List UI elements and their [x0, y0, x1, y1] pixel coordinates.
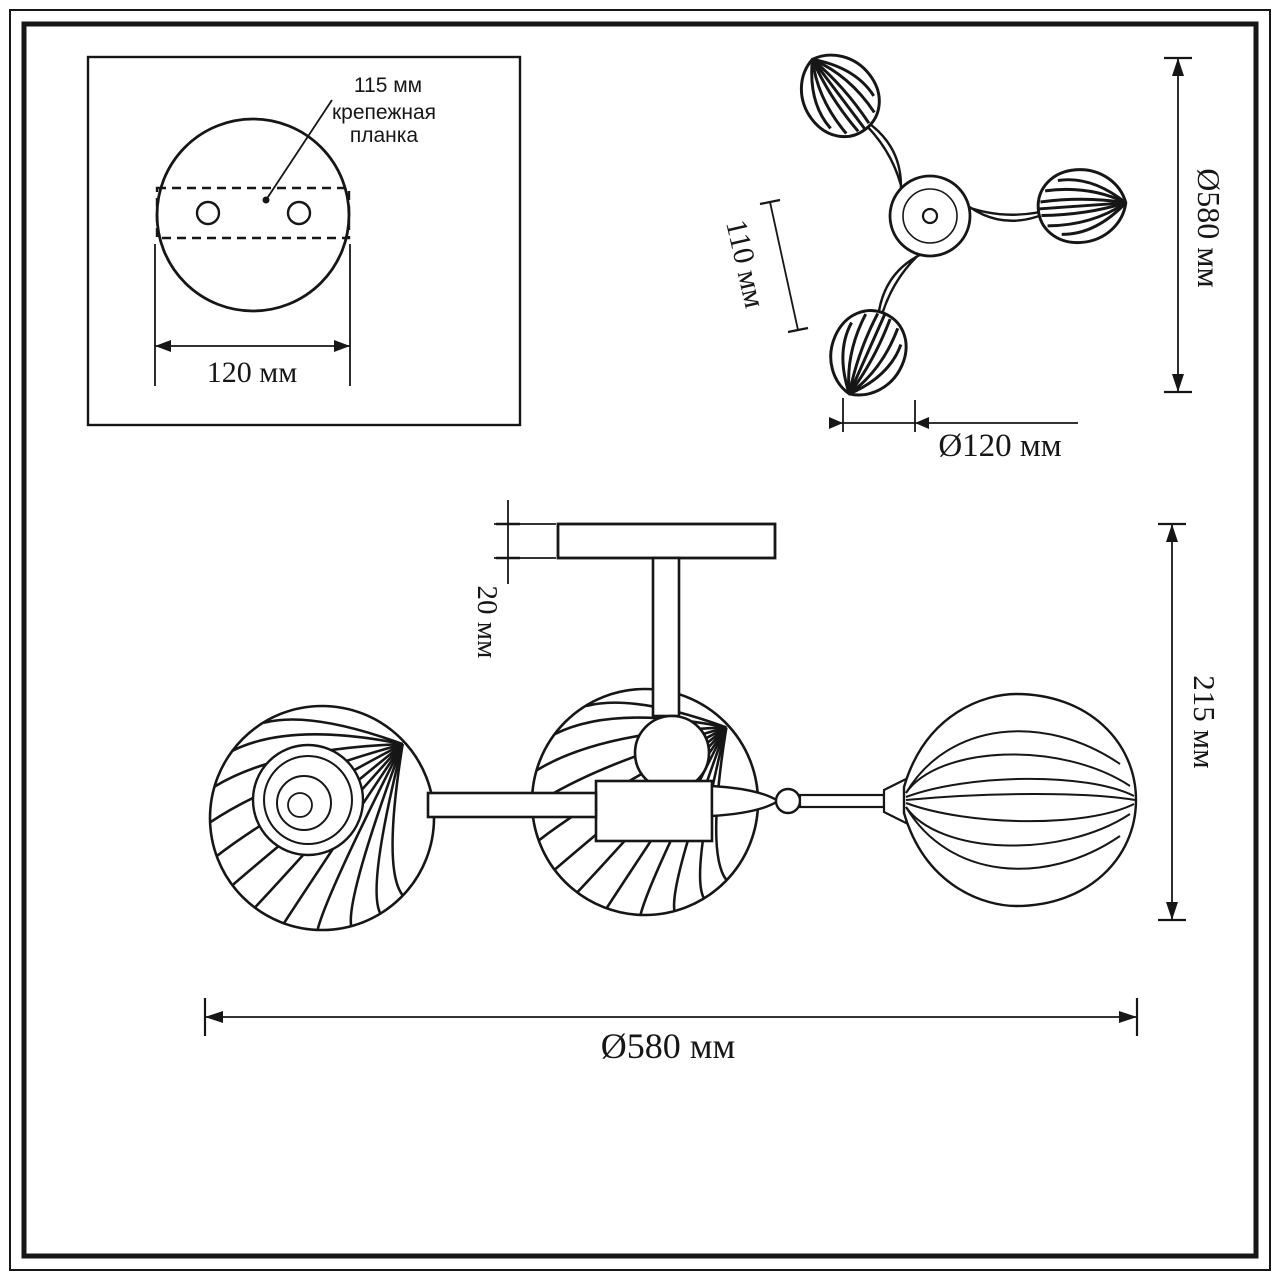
center-hub-body — [594, 779, 714, 843]
mount-hole-right — [286, 200, 312, 226]
leader-line — [265, 99, 333, 201]
right-arm-taper — [710, 784, 781, 818]
inner-border — [21, 21, 1259, 1259]
fixture-height-label: 215 мм — [1187, 675, 1222, 768]
arm-length-dimension: 110 мм — [719, 198, 809, 334]
right-arm-rod — [798, 793, 886, 809]
arm-length-label: 110 мм — [719, 217, 771, 312]
mount-hole-left — [195, 200, 221, 226]
bracket-label-line1: крепежная — [332, 101, 436, 124]
side-overall-diameter-dimension: Ø580 мм — [203, 998, 1139, 1066]
arrowhead — [1166, 524, 1178, 542]
arrowhead — [915, 417, 929, 429]
ceiling-cup-circle — [155, 117, 351, 313]
stem-rod — [651, 556, 681, 718]
ceiling-canopy — [556, 522, 777, 560]
canopy-height-label: 20 мм — [471, 586, 503, 659]
arrowhead — [1172, 58, 1184, 76]
arm-ring — [774, 787, 802, 815]
canopy-height-dimension: 20 мм — [471, 500, 556, 658]
top-overall-diameter-label: Ø580 мм — [1191, 168, 1227, 288]
top-shade-lower-left — [814, 297, 920, 411]
top-shade-right — [1034, 164, 1130, 247]
side-overall-diameter-label: Ø580 мм — [601, 1026, 736, 1066]
outer-border — [9, 9, 1271, 1271]
shade-diameter-dimension: Ø120 мм — [829, 398, 1078, 464]
arrowhead — [205, 1011, 223, 1023]
detail-panel-border — [86, 55, 522, 427]
page-frame — [9, 9, 1271, 1271]
arrowhead — [1172, 374, 1184, 392]
side-shade-right — [902, 692, 1138, 908]
shade-diameter-label: Ø120 мм — [938, 428, 1061, 464]
arrowhead — [829, 417, 843, 429]
plate-width-dimension: 120 мм — [154, 244, 351, 389]
ball-joint — [633, 714, 711, 792]
hub-center-circle — [921, 207, 939, 225]
arrowhead — [1166, 902, 1178, 920]
bracket-label-line2: планка — [350, 124, 419, 147]
mount-detail-panel: 115 мм крепежная планка 120 мм — [86, 55, 522, 427]
side-view-drawing: 20 мм 215 мм Ø580 мм — [203, 500, 1222, 1066]
fixture-height-dimension: 215 мм — [1158, 522, 1222, 922]
top-overall-diameter-dimension: Ø580 мм — [1164, 56, 1227, 394]
left-shade-opening — [251, 743, 365, 857]
plate-width-label: 120 мм — [207, 356, 297, 389]
arrowhead — [1119, 1011, 1137, 1023]
arrowhead — [155, 340, 171, 352]
left-arm-bar — [426, 791, 598, 819]
arrowhead — [334, 340, 350, 352]
mounting-bracket-dashed — [155, 186, 351, 240]
hub-inner-circle — [902, 188, 958, 244]
hole-spacing-label: 115 мм — [354, 74, 422, 97]
top-view-drawing: 110 мм Ø580 мм Ø120 мм — [719, 35, 1227, 464]
